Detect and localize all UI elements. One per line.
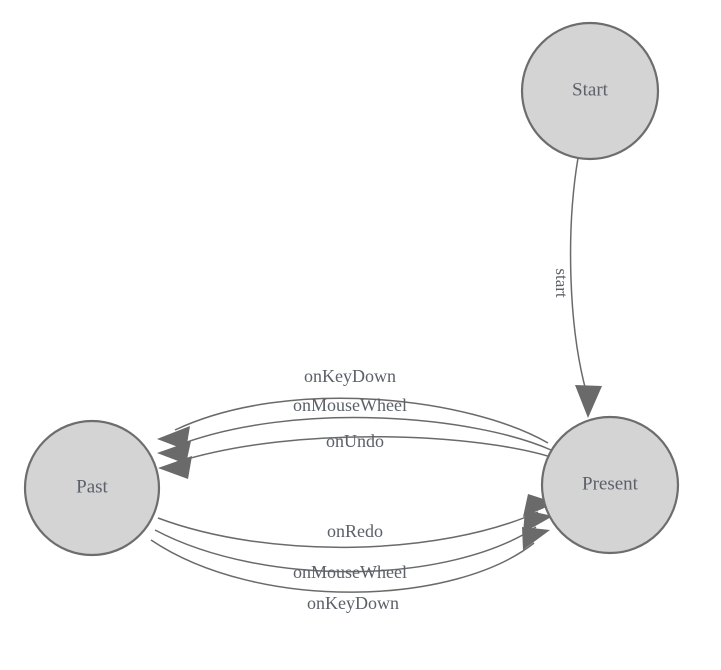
node-present[interactable]: Present — [540, 415, 680, 555]
edge-label-present-past-onundo: onUndo — [326, 431, 384, 451]
node-past-circle[interactable] — [23, 419, 161, 557]
node-past[interactable]: Past — [23, 419, 161, 557]
node-start[interactable]: Start — [520, 21, 660, 161]
edge-present-to-past-onundo — [158, 436, 555, 479]
edge-path-past-present-1 — [157, 511, 539, 549]
node-present-label: Present — [582, 473, 639, 494]
edge-label-past-present-onmousewheel: onMouseWheel — [293, 562, 407, 582]
edge-present-to-past-onmousewheel — [157, 416, 552, 464]
edge-label-present-past-onmousewheel: onMouseWheel — [293, 395, 407, 415]
node-past-label: Past — [76, 476, 108, 497]
arrowhead-present-past-3 — [158, 456, 192, 479]
node-start-circle[interactable] — [520, 21, 660, 161]
arrowhead-past-present-3 — [522, 527, 550, 550]
arrowhead-start-present — [575, 385, 602, 418]
edge-path-present-past-2 — [175, 416, 552, 451]
edge-path-present-past-1 — [174, 397, 549, 444]
edge-path-past-present-2 — [154, 526, 537, 573]
arrowhead-present-past-2 — [157, 441, 191, 464]
node-present-circle[interactable] — [540, 415, 680, 555]
edge-label-present-past-onkeydown: onKeyDown — [304, 366, 396, 386]
arrowhead-past-present-1 — [523, 494, 556, 517]
edge-path-past-present-3 — [150, 539, 535, 593]
edge-past-to-present-onkeydown — [150, 527, 550, 593]
edge-past-to-present-onmousewheel — [154, 510, 553, 573]
edge-start-to-present — [569, 157, 602, 418]
edge-label-past-present-onkeydown: onKeyDown — [307, 593, 399, 613]
edge-path-present-past-3 — [176, 436, 555, 463]
node-start-label: Start — [572, 79, 609, 100]
edge-path-start-present — [569, 157, 589, 399]
edge-label-start: start — [552, 268, 571, 298]
edge-past-to-present-onredo — [157, 494, 556, 549]
arrowhead-past-present-2 — [523, 510, 553, 533]
edge-label-past-present-onredo: onRedo — [327, 521, 383, 541]
